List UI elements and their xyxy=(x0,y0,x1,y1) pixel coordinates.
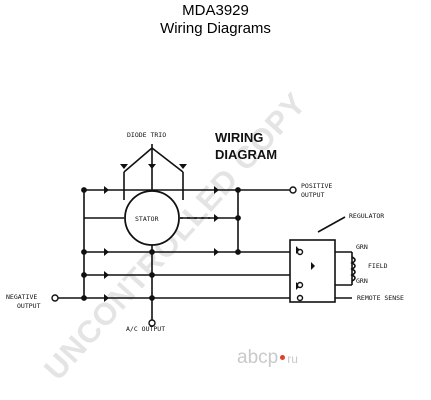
stator-label: STATOR xyxy=(135,215,159,223)
regulator-label: REGULATOR xyxy=(349,212,384,220)
grn-bottom-label: GRN xyxy=(356,277,368,285)
brand-dot-icon xyxy=(280,354,286,360)
stator-circle xyxy=(124,190,180,246)
negative-output-label-1: NEGATIVE xyxy=(6,293,37,301)
positive-output-label-1: POSITIVE xyxy=(301,182,332,190)
negative-output-label-2: OUTPUT xyxy=(17,302,41,310)
field-coil xyxy=(350,256,356,282)
field-label: FIELD xyxy=(368,262,388,270)
positive-output-label-2: OUTPUT xyxy=(301,191,325,199)
diagram-subtitle: Wiring Diagrams xyxy=(160,20,271,37)
diagram-heading-line1: WIRING xyxy=(215,130,263,145)
part-number-title: MDA3929 xyxy=(182,2,249,19)
grn-top-label: GRN xyxy=(356,243,368,251)
uncontrolled-copy-watermark: UNCONTROLLED COPY xyxy=(37,86,313,387)
terminals xyxy=(51,186,304,327)
diagram-heading-line2: DIAGRAM xyxy=(215,147,277,162)
diode-trio-label: DIODE TRIO xyxy=(127,131,166,139)
brand-main: abcp xyxy=(237,347,279,368)
brand-tld: ru xyxy=(287,352,298,366)
ac-output-label: A/C OUTPUT xyxy=(126,325,165,333)
remote-sense-label: REMOTE SENSE xyxy=(357,294,404,302)
